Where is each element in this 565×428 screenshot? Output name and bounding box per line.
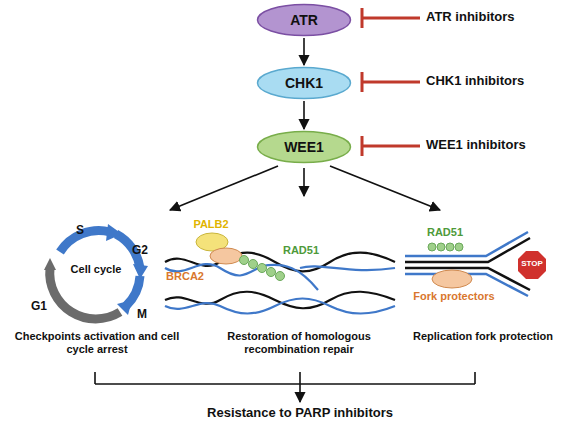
text-label: G2	[128, 244, 152, 258]
text-label: BRCA2	[160, 270, 210, 283]
node-label: ATR	[290, 12, 318, 28]
text-label: PALB2	[186, 218, 236, 231]
text-label: S	[70, 224, 90, 238]
text-label: M	[132, 308, 152, 322]
text-label: ATR inhibitors	[426, 10, 561, 25]
node-label: WEE1	[284, 139, 324, 155]
branch-arrow	[170, 166, 440, 210]
node-label: CHK1	[285, 75, 323, 91]
cycle-arrowhead	[44, 258, 56, 270]
fork-protector	[432, 270, 472, 288]
inhibition-bar	[362, 8, 420, 156]
brca2-protein	[210, 248, 242, 264]
text-label: STOP	[516, 259, 548, 268]
cell-cycle	[50, 231, 140, 319]
rad51-filament	[240, 256, 285, 281]
activation-arrow	[303, 38, 305, 65]
activation-arrow	[303, 101, 305, 129]
text-label: WEE1 inhibitors	[426, 138, 561, 153]
text-label: RAD51	[420, 226, 470, 239]
text-label: CHK1 inhibitors	[426, 74, 561, 89]
kinase-ellipse: ATR	[256, 3, 352, 37]
text-label: Cell cycle	[66, 263, 126, 276]
kinase-ellipse: WEE1	[256, 130, 352, 164]
dna-strands	[165, 253, 395, 314]
rad51-filament	[428, 243, 463, 251]
text-label: Resistance to PARP inhibitors	[150, 406, 450, 421]
text-label: Restoration of homologous recombination …	[196, 330, 402, 355]
kinase-ellipse: CHK1	[256, 66, 352, 100]
text-label: RAD51	[276, 244, 326, 257]
text-label: Checkpoints activation and cell cycle ar…	[4, 330, 190, 355]
merge-bracket	[95, 372, 475, 402]
text-label: Replication fork protection	[405, 330, 561, 343]
text-label: G1	[28, 300, 50, 314]
replication-fork	[405, 232, 530, 296]
text-label: Fork protectors	[404, 290, 504, 303]
